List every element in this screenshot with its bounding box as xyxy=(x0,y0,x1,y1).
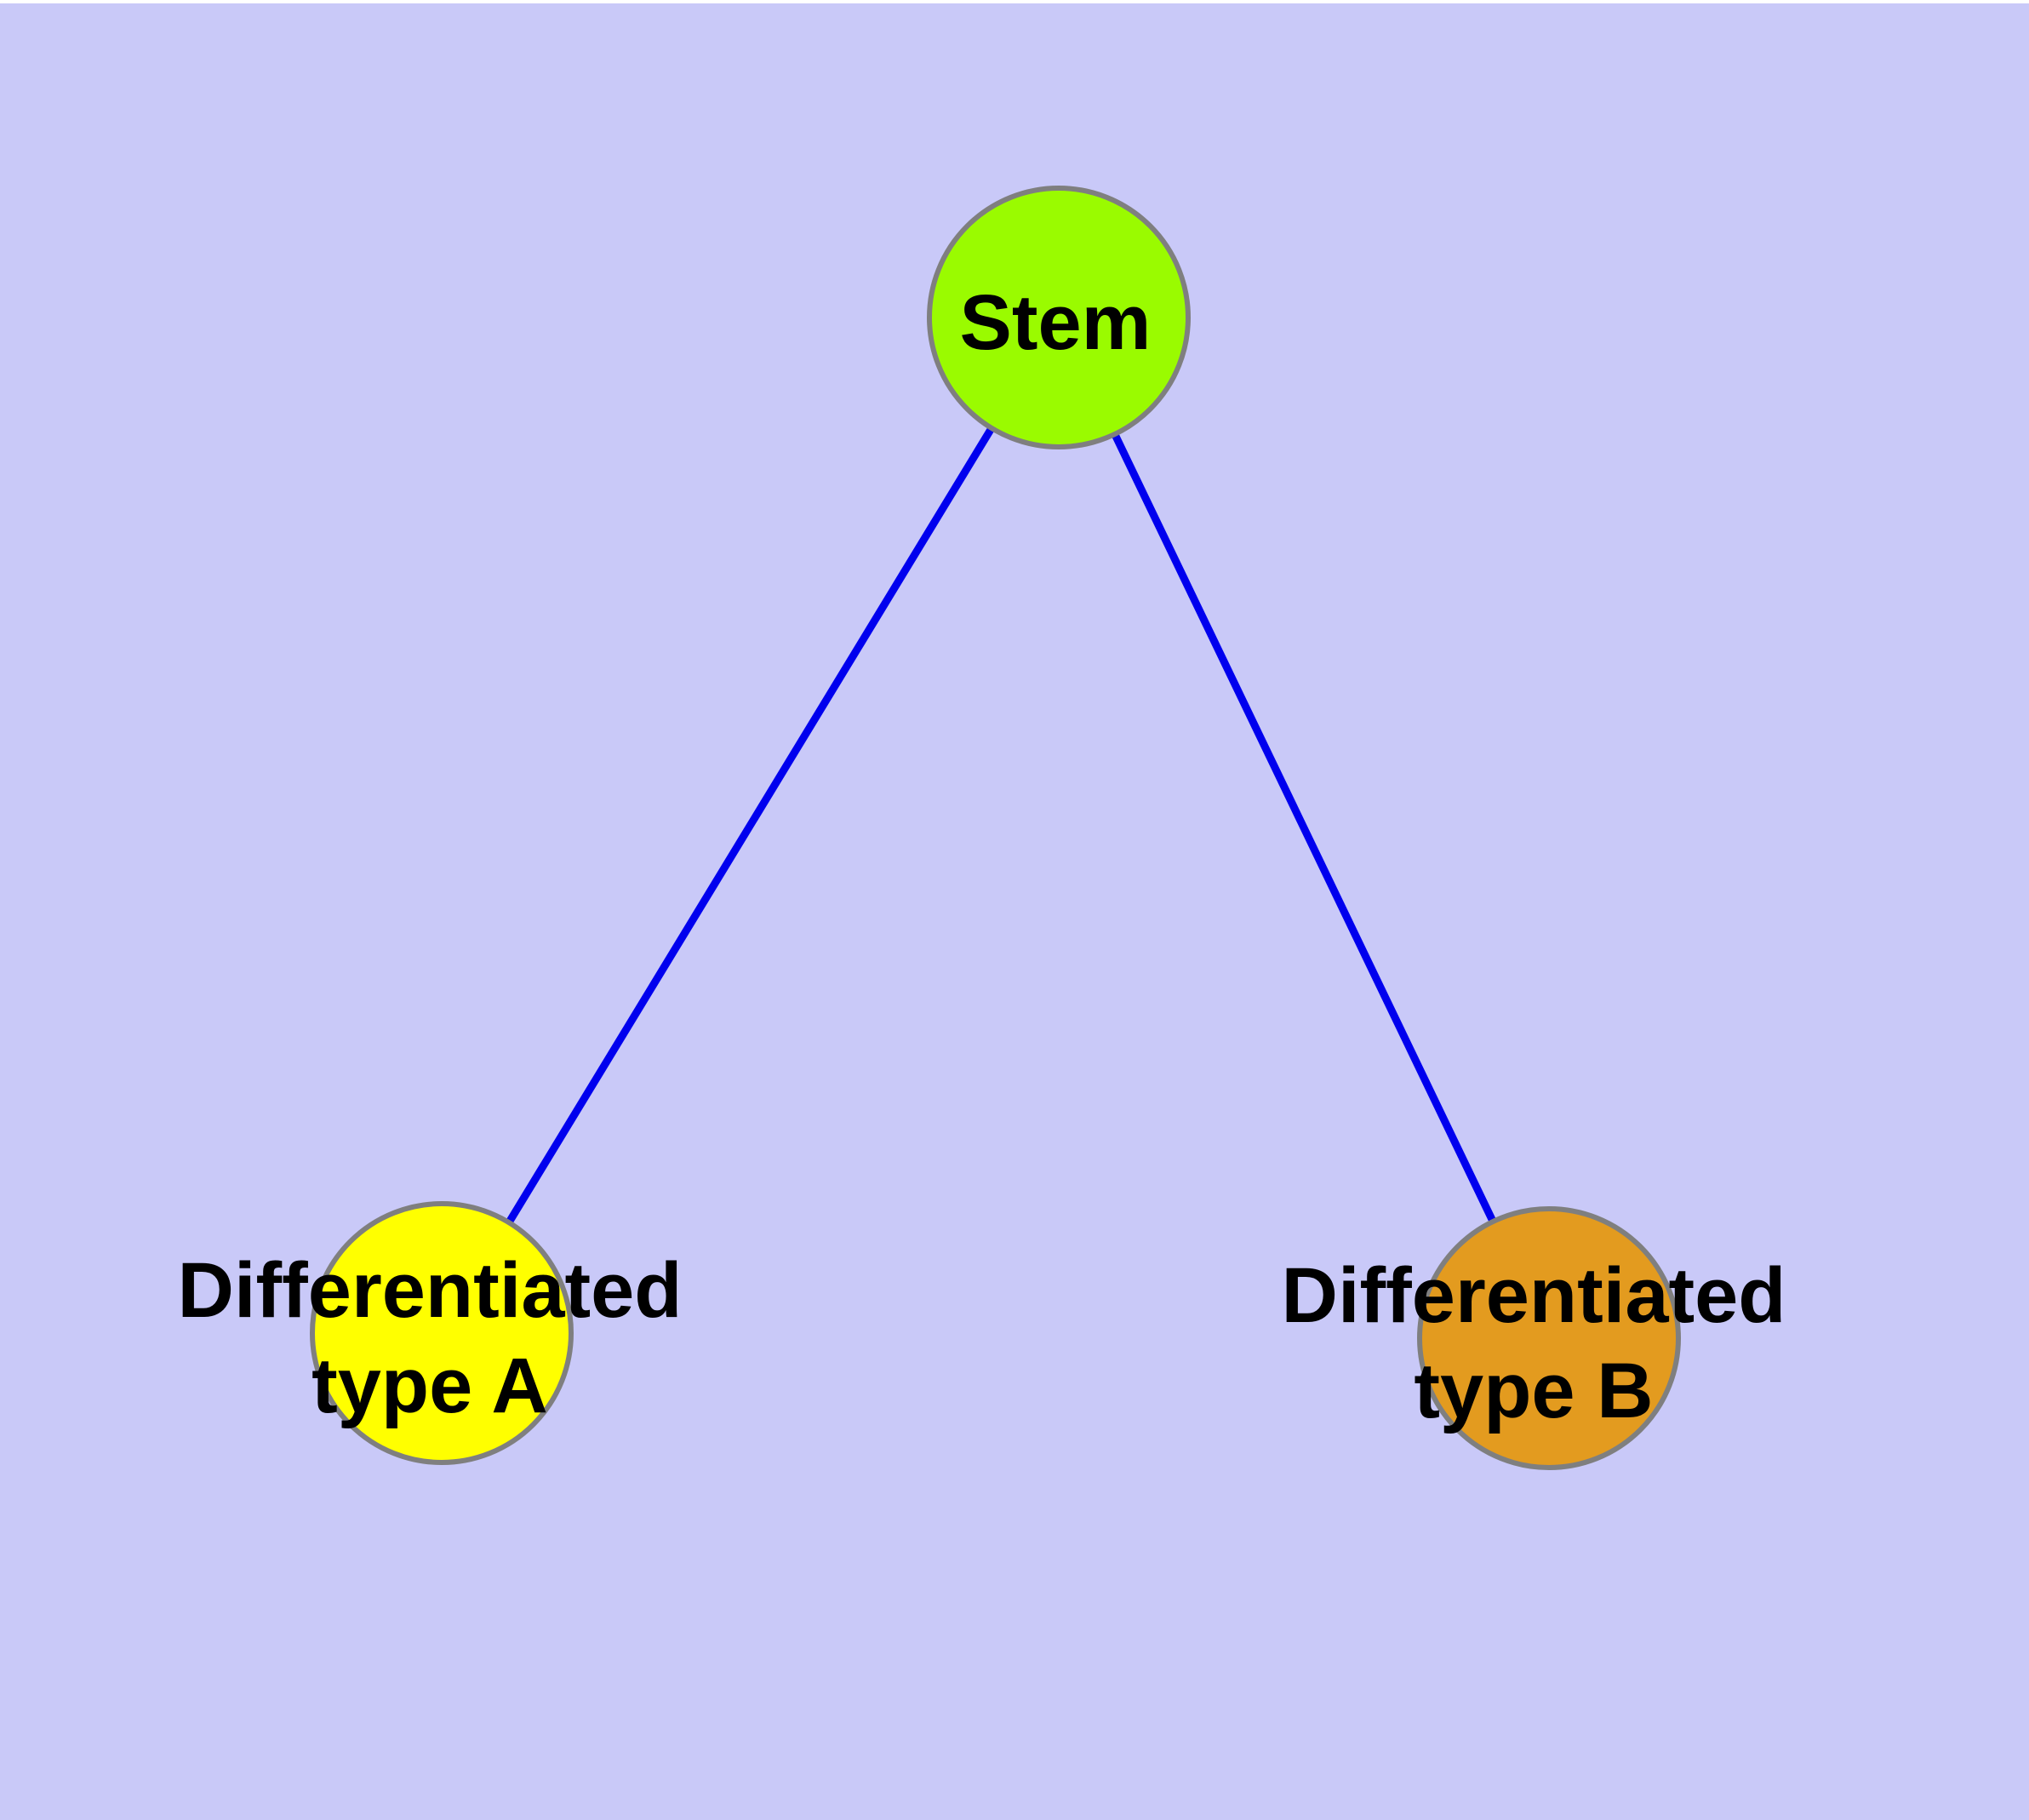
node-type-a-label-line2: type A xyxy=(311,1342,548,1429)
node-stem-label: Stem xyxy=(960,279,1152,366)
edge-stem-to-type-a xyxy=(438,315,1062,1336)
node-type-b-label-line1: Differentiated xyxy=(1282,1252,1786,1339)
edge-stem-to-type-b xyxy=(1055,316,1553,1340)
node-type-b xyxy=(1417,1206,1681,1470)
node-type-a xyxy=(310,1201,574,1465)
node-type-b-label-line2: type B xyxy=(1414,1348,1653,1434)
node-type-a-label-line1: Differentiated xyxy=(178,1247,683,1334)
node-stem xyxy=(927,186,1191,449)
